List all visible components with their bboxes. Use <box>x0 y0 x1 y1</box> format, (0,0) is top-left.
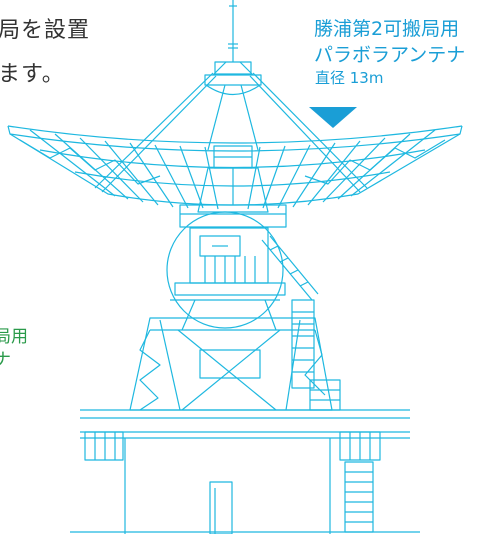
lower-platform <box>80 379 410 461</box>
intro-text-line1: 局を設置 <box>0 18 91 43</box>
reflector-hub <box>179 145 287 228</box>
antenna-caption-title-line1: 勝浦第2可搬局用 <box>314 18 460 40</box>
quadripod-struts <box>94 72 368 193</box>
antenna-caption-title-line2: パラボラアンテナ <box>314 44 466 66</box>
intro-text-line2: ます。 <box>0 62 65 87</box>
side-caption-line1: 局用 <box>0 327 28 347</box>
elevation-cabin <box>166 211 286 329</box>
base-building <box>70 438 420 534</box>
upper-stairs <box>261 235 319 389</box>
feed-mast <box>228 0 238 49</box>
pedestal-tower <box>129 299 333 411</box>
side-caption-line2: ナ <box>0 350 11 370</box>
down-triangle-icon <box>309 107 357 128</box>
subreflector <box>204 48 262 96</box>
antenna-caption-diameter: 直径 13m <box>315 69 384 87</box>
